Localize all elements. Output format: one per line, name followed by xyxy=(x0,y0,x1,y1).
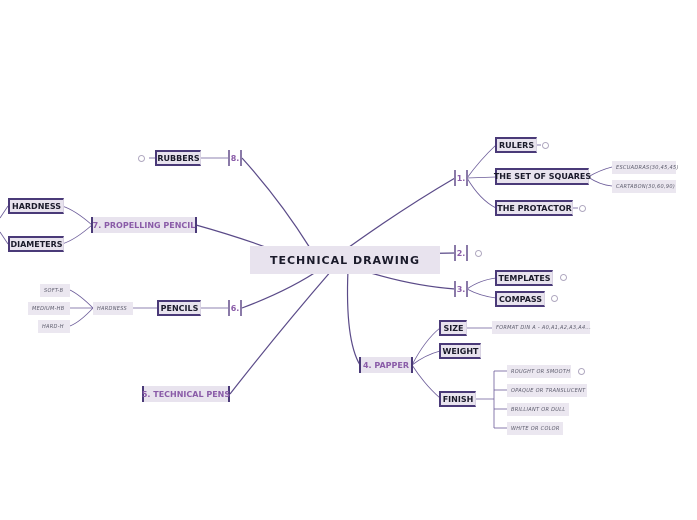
branch-2-badge-icon[interactable] xyxy=(475,250,482,257)
technical-pens-node[interactable]: 5. TECHNICAL PENS xyxy=(142,386,230,402)
templates-node[interactable]: TEMPLATES xyxy=(495,270,553,286)
propelling-pencil-node[interactable]: 7. PROPELLING PENCIL xyxy=(91,217,197,233)
rubbers-node[interactable]: RUBBERS xyxy=(155,150,201,166)
cartabon-node[interactable]: CARTABON(30,60,90) xyxy=(612,180,676,193)
protactor-badge-icon[interactable] xyxy=(579,205,586,212)
size-node[interactable]: SIZE xyxy=(439,320,467,336)
compass-badge-icon[interactable] xyxy=(551,295,558,302)
rubbers-badge-icon[interactable] xyxy=(138,155,145,162)
rulers-node[interactable]: RULERS xyxy=(495,137,537,153)
grade-medium[interactable]: MEDIUM-HB xyxy=(28,302,70,315)
branch-6-label[interactable]: 6. xyxy=(228,300,242,316)
finish-item-rough[interactable]: ROUGHT OR SMOOTH xyxy=(507,365,571,378)
escuadras-node[interactable]: ESCUADRAS(30,45,45) xyxy=(612,161,678,174)
rough-badge-icon[interactable] xyxy=(578,368,585,375)
finish-item-white[interactable]: WHITE OR COLOR xyxy=(507,422,563,435)
finish-item-brilliant[interactable]: BRILLIANT OR DULL xyxy=(507,403,569,416)
compass-node[interactable]: COMPASS xyxy=(495,291,545,307)
finish-node[interactable]: FINISH xyxy=(439,391,476,407)
weight-node[interactable]: WEIGHT xyxy=(439,343,481,359)
protactor-node[interactable]: THE PROTACTOR xyxy=(495,200,573,216)
pencils-node[interactable]: PENCILS xyxy=(157,300,201,316)
diameters-node[interactable]: DIAMETERS xyxy=(8,236,64,252)
grade-hard[interactable]: HARD-H xyxy=(38,320,70,333)
branch-2-label[interactable]: 2. xyxy=(454,245,468,261)
propelling-hardness-node[interactable]: HARDNESS xyxy=(8,198,64,214)
hardness-label-node[interactable]: HARDNESS xyxy=(93,302,133,315)
papper-node[interactable]: 4. PAPPER xyxy=(359,357,413,373)
central-topic[interactable]: TECHNICAL DRAWING xyxy=(250,246,440,274)
rulers-badge-icon[interactable] xyxy=(542,142,549,149)
grade-soft[interactable]: SOFT-B xyxy=(40,284,70,297)
branch-1-label[interactable]: 1. xyxy=(454,170,468,186)
templates-badge-icon[interactable] xyxy=(560,274,567,281)
branch-8-label[interactable]: 8. xyxy=(228,150,242,166)
branch-3-label[interactable]: 3. xyxy=(454,281,468,297)
size-detail-node[interactable]: FORMAT DIN A - A0,A1,A2,A3,A4... xyxy=(492,321,591,334)
set-of-squares-node[interactable]: THE SET OF SQUARES xyxy=(494,168,591,185)
finish-item-opaque[interactable]: OPAQUE OR TRANSLUCENT xyxy=(507,384,587,397)
